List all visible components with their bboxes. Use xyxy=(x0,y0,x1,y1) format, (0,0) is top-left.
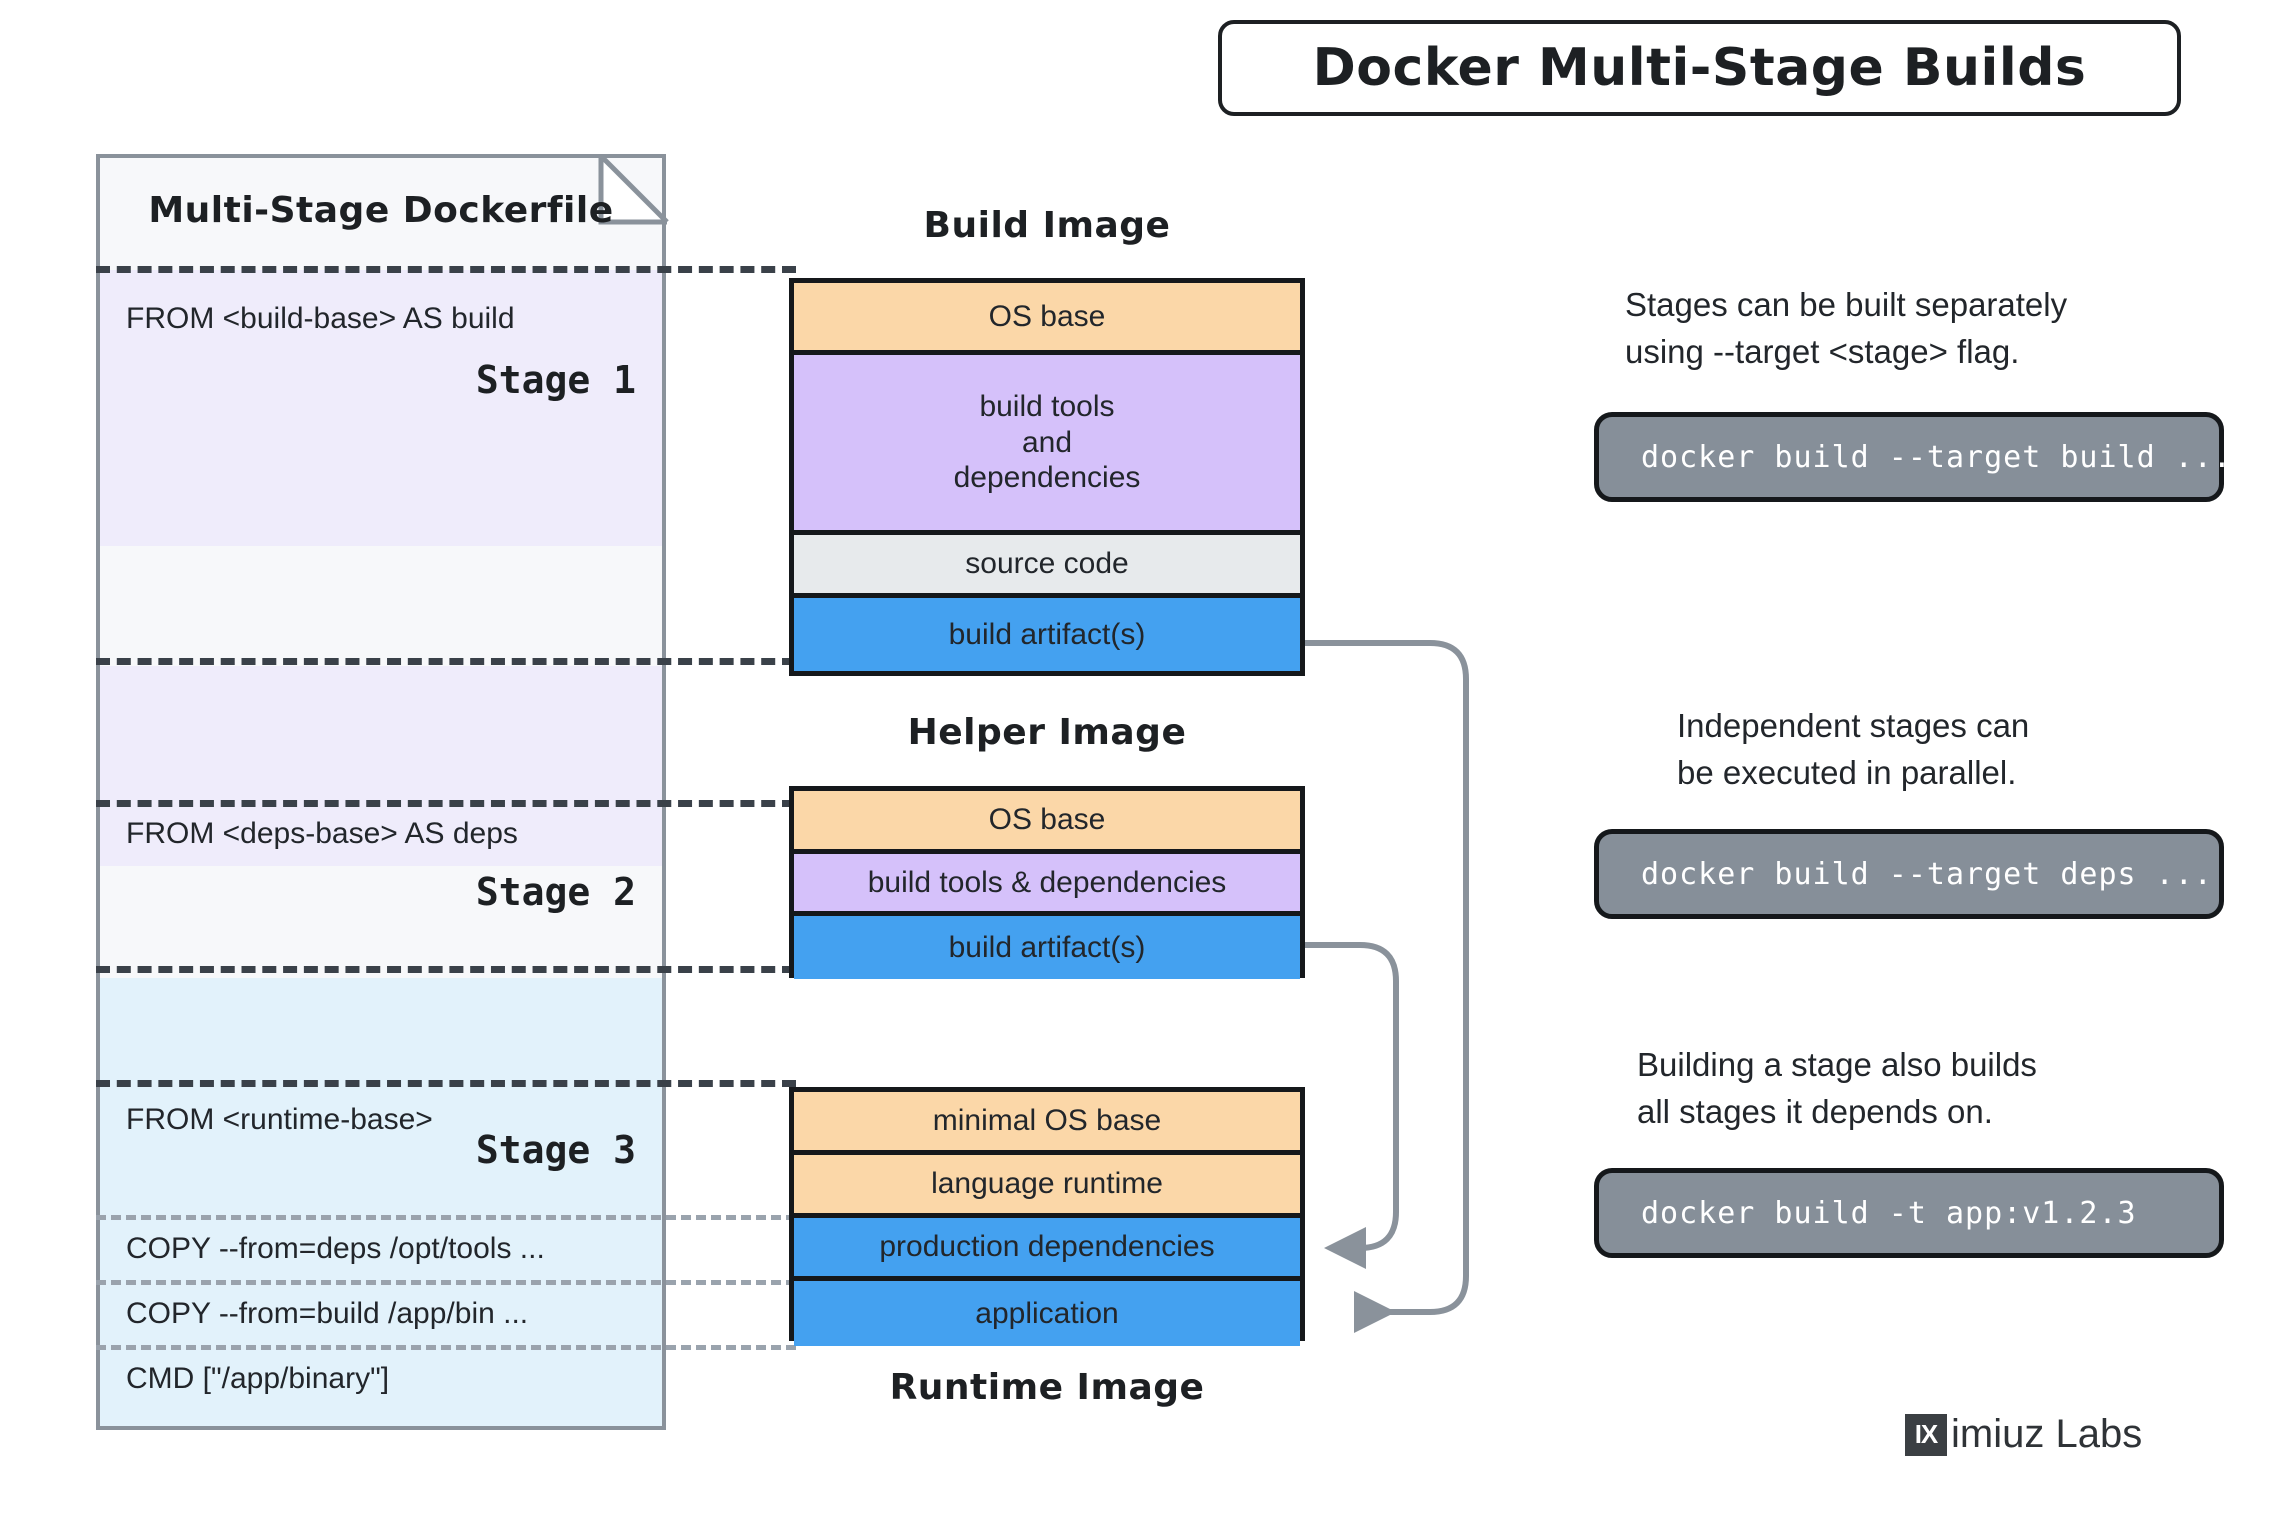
dockerfile-line-stage3-from: FROM <runtime-base> xyxy=(126,1103,433,1136)
helper-image-stack: OS base build tools & dependencies build… xyxy=(789,786,1305,979)
note-2-line-2: be executed in parallel. xyxy=(1677,753,2017,791)
note-1-line-1: Stages can be built separately xyxy=(1625,286,2068,323)
build-image-caption: Build Image xyxy=(923,205,1171,246)
dockerfile-line-stage1-from: FROM <build-base> AS build xyxy=(126,302,515,335)
page-title-box: Docker Multi-Stage Builds xyxy=(1218,20,2181,116)
stage-separator-3 xyxy=(96,800,796,807)
logo-text: imiuz Labs xyxy=(1951,1412,2143,1456)
dockerfile-band-gap-1 xyxy=(100,546,662,666)
dockerfile-band-stage-3 xyxy=(100,978,662,1426)
copy-separator-2 xyxy=(96,1280,796,1285)
helper-layer-build-tools-deps: build tools & dependencies xyxy=(794,854,1300,916)
runtime-image-stack: minimal OS base language runtime product… xyxy=(789,1087,1305,1346)
command-text-1: docker build --target build ... xyxy=(1641,439,2232,475)
note-3-line-2: all stages it depends on. xyxy=(1637,1092,1993,1130)
dockerfile-line-cmd: CMD ["/app/binary"] xyxy=(126,1362,390,1395)
connector-build-to-application xyxy=(1305,640,1469,1333)
dockerfile-band-header xyxy=(100,158,662,270)
copy-separator-3 xyxy=(96,1345,796,1350)
note-2-line-1: Independent stages can xyxy=(1677,707,2030,744)
dockerfile-band-stage-2 xyxy=(100,666,662,866)
stage-label-2: Stage 2 xyxy=(475,870,636,914)
note-2: Independent stages can be executed in pa… xyxy=(1677,703,2293,797)
dockerfile-card xyxy=(96,154,666,1430)
command-box-1[interactable]: docker build --target build ... xyxy=(1594,412,2231,502)
build-layer-build-artifact: build artifact(s) xyxy=(794,598,1300,671)
dockerfile-band-stage-1 xyxy=(100,270,662,546)
stage-separator-1 xyxy=(96,266,796,273)
dockerfile-line-stage2-from: FROM <deps-base> AS deps xyxy=(126,817,518,850)
build-layer-build-tools: build tools and dependencies xyxy=(794,355,1300,535)
stage-label-1: Stage 1 xyxy=(475,358,636,402)
runtime-layer-language-runtime: language runtime xyxy=(794,1155,1300,1218)
build-image-stack: OS base build tools and dependencies sou… xyxy=(789,278,1305,676)
runtime-layer-application: application xyxy=(794,1281,1300,1346)
helper-layer-os-base: OS base xyxy=(794,791,1300,854)
note-1: Stages can be built separately using --t… xyxy=(1625,282,2265,376)
helper-layer-build-artifact: build artifact(s) xyxy=(794,916,1300,979)
stage-separator-5 xyxy=(96,1080,796,1087)
dockerfile-band-gap-2 xyxy=(100,866,662,978)
note-3: Building a stage also builds all stages … xyxy=(1637,1042,2277,1136)
command-text-3: docker build -t app:v1.2.3 xyxy=(1641,1195,2137,1231)
stage-label-3: Stage 3 xyxy=(475,1128,636,1172)
stage-separator-4 xyxy=(96,966,796,973)
command-text-2: docker build --target deps ... xyxy=(1641,856,2213,892)
build-layer-os-base: OS base xyxy=(794,283,1300,355)
note-3-line-1: Building a stage also builds xyxy=(1637,1046,2037,1083)
build-layer-source-code: source code xyxy=(794,535,1300,598)
command-box-2[interactable]: docker build --target deps ... xyxy=(1594,829,2224,919)
dockerfile-card-title: Multi-Stage Dockerfile xyxy=(148,190,614,231)
dockerfile-line-copy-build: COPY --from=build /app/bin ... xyxy=(126,1297,529,1330)
brand-logo: IX imiuz Labs xyxy=(1905,1412,2142,1457)
helper-image-caption: Helper Image xyxy=(907,712,1187,753)
runtime-layer-minimal-os-base: minimal OS base xyxy=(794,1092,1300,1155)
runtime-image-caption: Runtime Image xyxy=(889,1367,1205,1408)
connector-deps-to-production-dependencies xyxy=(1305,942,1399,1270)
stage-separator-2 xyxy=(96,658,796,665)
runtime-layer-production-dependencies: production dependencies xyxy=(794,1218,1300,1281)
copy-separator-1 xyxy=(96,1215,796,1220)
page-title: Docker Multi-Stage Builds xyxy=(1312,38,2087,98)
dockerfile-line-copy-deps: COPY --from=deps /opt/tools ... xyxy=(126,1232,545,1265)
note-1-line-2: using --target <stage> flag. xyxy=(1625,332,2020,370)
logo-mark-icon: IX xyxy=(1905,1413,1947,1456)
command-box-3[interactable]: docker build -t app:v1.2.3 xyxy=(1594,1168,2224,1258)
